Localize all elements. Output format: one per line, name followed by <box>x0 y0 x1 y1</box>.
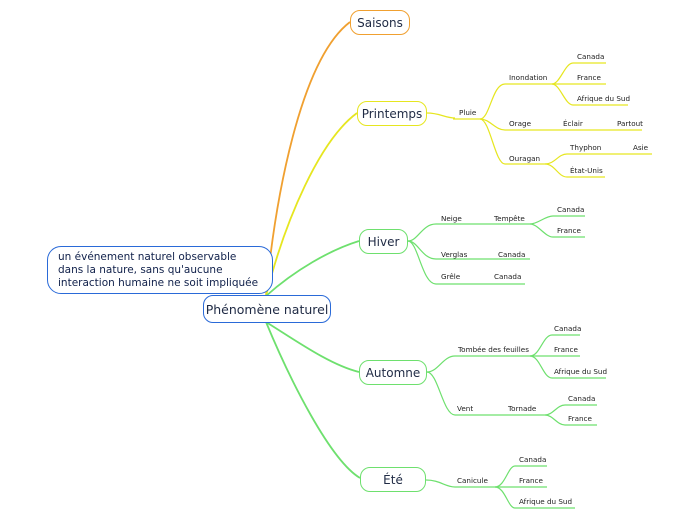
subtopic-grele-canada[interactable]: Canada <box>494 272 522 281</box>
subtopic-neige[interactable]: Neige <box>441 214 462 223</box>
topic-ete-label: Été <box>383 472 403 487</box>
subtopic-orage[interactable]: Orage <box>509 119 532 128</box>
connector-automne <box>265 321 360 373</box>
connector-hiver <box>265 240 360 297</box>
topic-automne-label: Automne <box>365 365 421 380</box>
subtopic-asie[interactable]: Asie <box>633 143 649 152</box>
subtopic-partout[interactable]: Partout <box>617 119 643 128</box>
root-note-text: un événement naturel observable dans la … <box>58 250 259 289</box>
connector-ete <box>265 321 361 479</box>
subtopic-tornade[interactable]: Tornade <box>508 404 537 413</box>
subtopic-pluie[interactable]: Pluie <box>459 108 477 117</box>
connector-printemps <box>265 112 358 297</box>
subtopic-tornade-france[interactable]: France <box>568 414 592 423</box>
subtopic-canicule-canada[interactable]: Canada <box>519 455 547 464</box>
subtopic-tempete-france[interactable]: France <box>557 226 581 235</box>
subtopic-canicule[interactable]: Canicule <box>457 476 488 485</box>
root-topic-label: Phénomène naturel <box>205 301 329 317</box>
subtopic-tombee-france[interactable]: France <box>554 345 578 354</box>
subtopic-inondation-canada[interactable]: Canada <box>577 52 605 61</box>
topic-saisons[interactable]: Saisons <box>350 10 410 35</box>
topic-automne[interactable]: Automne <box>359 360 427 385</box>
topic-printemps-label: Printemps <box>361 106 423 121</box>
subtopic-etats-unis[interactable]: État-Unis <box>570 166 603 175</box>
root-topic[interactable]: Phénomène naturel <box>203 295 331 323</box>
subtopic-tombee-canada[interactable]: Canada <box>554 324 582 333</box>
subtopic-eclair[interactable]: Éclair <box>563 119 583 128</box>
subtopic-canicule-afrique[interactable]: Afrique du Sud <box>519 497 573 506</box>
subtopic-vent[interactable]: Vent <box>457 404 474 413</box>
topic-hiver-label: Hiver <box>367 234 400 249</box>
subtopic-tempete-canada[interactable]: Canada <box>557 205 585 214</box>
subtopic-tombee-feuilles[interactable]: Tombée des feuilles <box>458 345 529 354</box>
subtopic-verglas-canada[interactable]: Canada <box>498 250 526 259</box>
subtopic-inondation-france[interactable]: France <box>577 73 601 82</box>
subtopic-ouragan[interactable]: Ouragan <box>509 154 541 163</box>
subtopic-canicule-france[interactable]: France <box>519 476 543 485</box>
subtopic-thyphon[interactable]: Thyphon <box>570 143 602 152</box>
topic-saisons-label: Saisons <box>357 15 403 30</box>
subtopic-tombee-afrique[interactable]: Afrique du Sud <box>554 367 608 376</box>
topic-printemps[interactable]: Printemps <box>357 101 427 126</box>
subtopic-tempete[interactable]: Tempête <box>494 214 525 223</box>
subtopic-tornade-canada[interactable]: Canada <box>568 394 596 403</box>
subtopic-grele[interactable]: Grêle <box>441 272 461 281</box>
subtopic-verglas[interactable]: Verglas <box>441 250 468 259</box>
topic-hiver[interactable]: Hiver <box>359 229 408 254</box>
subtopic-inondation[interactable]: Inondation <box>509 73 548 82</box>
subtopic-inondation-afrique[interactable]: Afrique du Sud <box>577 94 631 103</box>
root-note[interactable]: un événement naturel observable dans la … <box>47 246 273 294</box>
topic-ete[interactable]: Été <box>360 467 426 492</box>
